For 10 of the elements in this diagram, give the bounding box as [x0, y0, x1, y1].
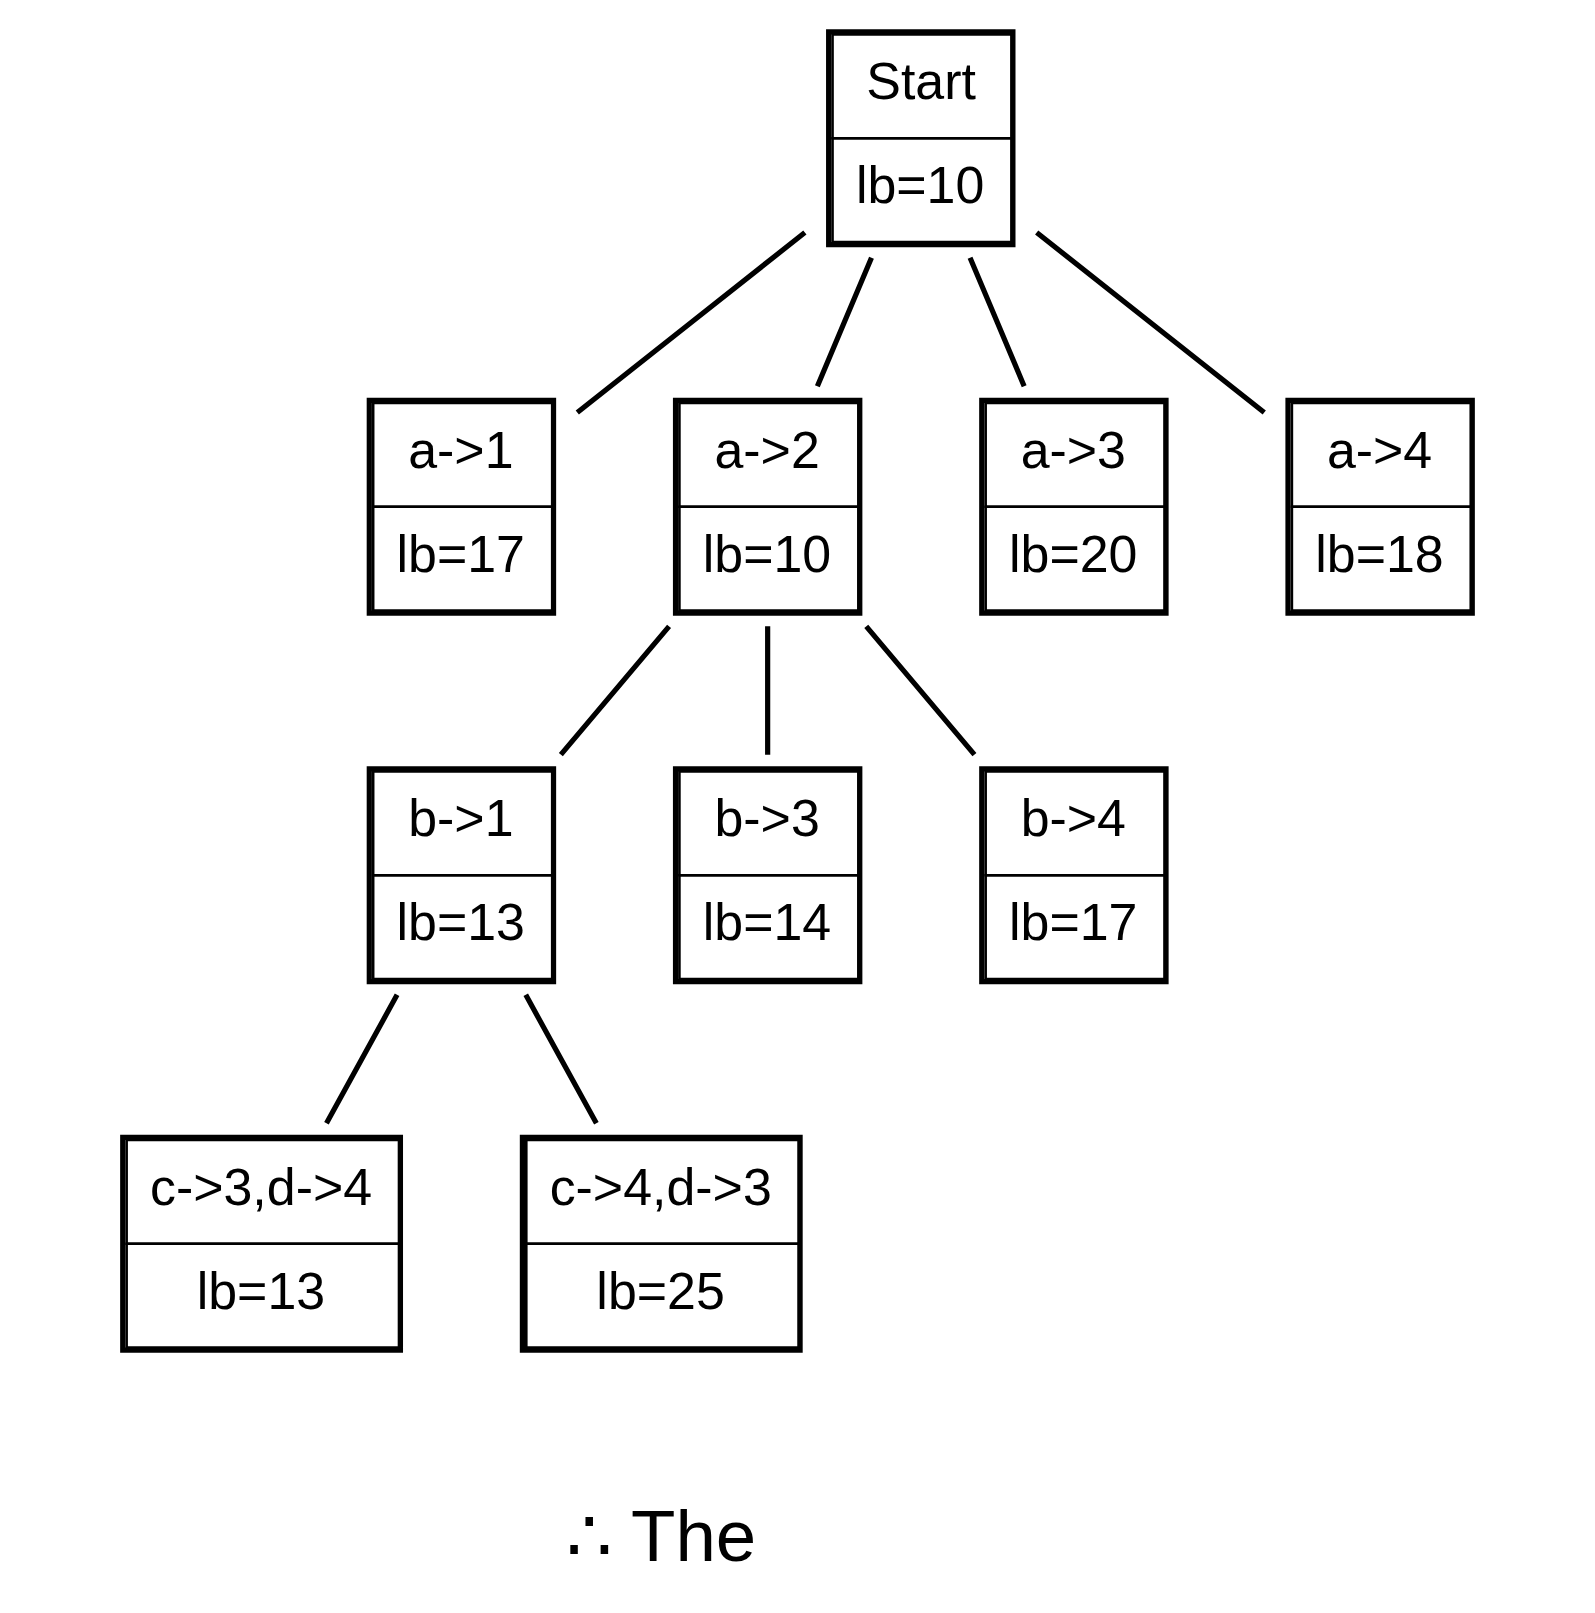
- connector: [558, 624, 672, 757]
- connector: [967, 256, 1027, 388]
- connector: [575, 230, 807, 415]
- connector: [815, 256, 874, 388]
- connector: [864, 624, 977, 757]
- connector: [765, 626, 771, 755]
- connector: [1035, 230, 1266, 415]
- label: ∴ The: [566, 1495, 757, 1577]
- connector: [523, 993, 599, 1125]
- connector: [324, 993, 400, 1125]
